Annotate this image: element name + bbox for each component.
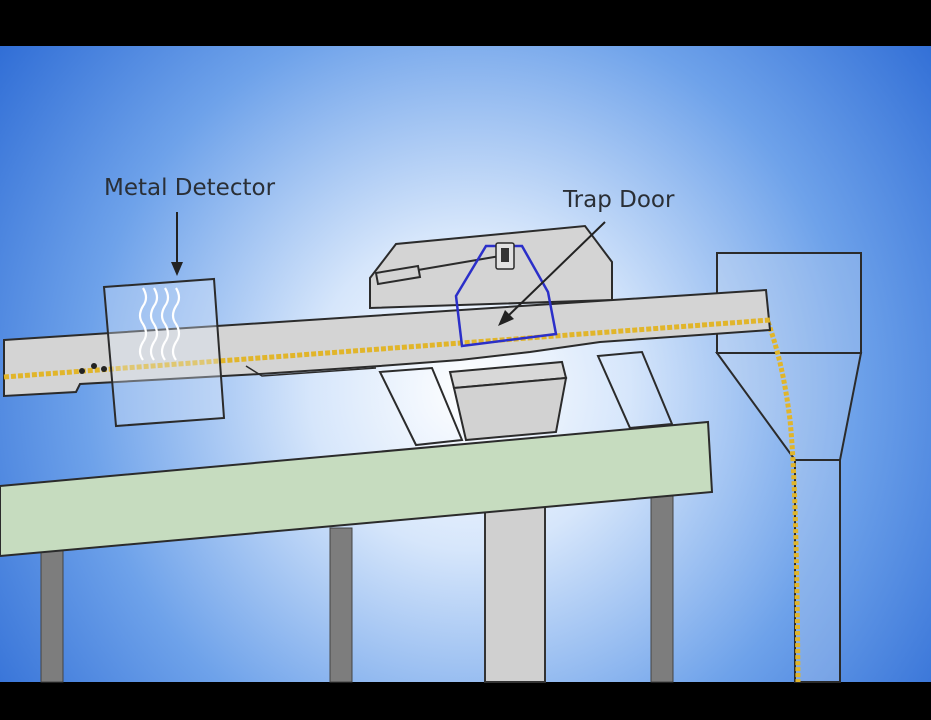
table-leg-right bbox=[650, 493, 674, 683]
metal-detector-aperture bbox=[102, 277, 226, 428]
conveyor-support-brackets bbox=[378, 350, 674, 447]
detection-waves-icon bbox=[138, 287, 181, 361]
top-black-bar bbox=[0, 0, 931, 46]
actuator-arm bbox=[374, 255, 501, 286]
falling-product-stream bbox=[765, 321, 801, 683]
central-support-column bbox=[484, 504, 546, 683]
table-leg-middle bbox=[329, 527, 353, 683]
conveyor-bed bbox=[3, 288, 772, 398]
conveyor-lower-edge bbox=[245, 365, 377, 377]
trap-door-label: Trap Door bbox=[562, 187, 675, 213]
trap-door-callout-arrow bbox=[498, 221, 606, 326]
metal-detector-label: Metal Detector bbox=[104, 175, 276, 201]
trap-door-housing bbox=[369, 224, 613, 310]
trap-door-flap bbox=[454, 244, 558, 348]
trap-door-pedestal bbox=[448, 360, 568, 442]
conveyor-product-stream bbox=[3, 317, 771, 380]
table-leg-left bbox=[40, 547, 64, 683]
bottom-black-bar bbox=[0, 682, 931, 720]
trap-door-pivot-icon bbox=[495, 242, 515, 270]
metal-detector-callout-arrow bbox=[171, 212, 183, 276]
metal-contaminants bbox=[79, 363, 107, 374]
table-top bbox=[0, 420, 714, 558]
